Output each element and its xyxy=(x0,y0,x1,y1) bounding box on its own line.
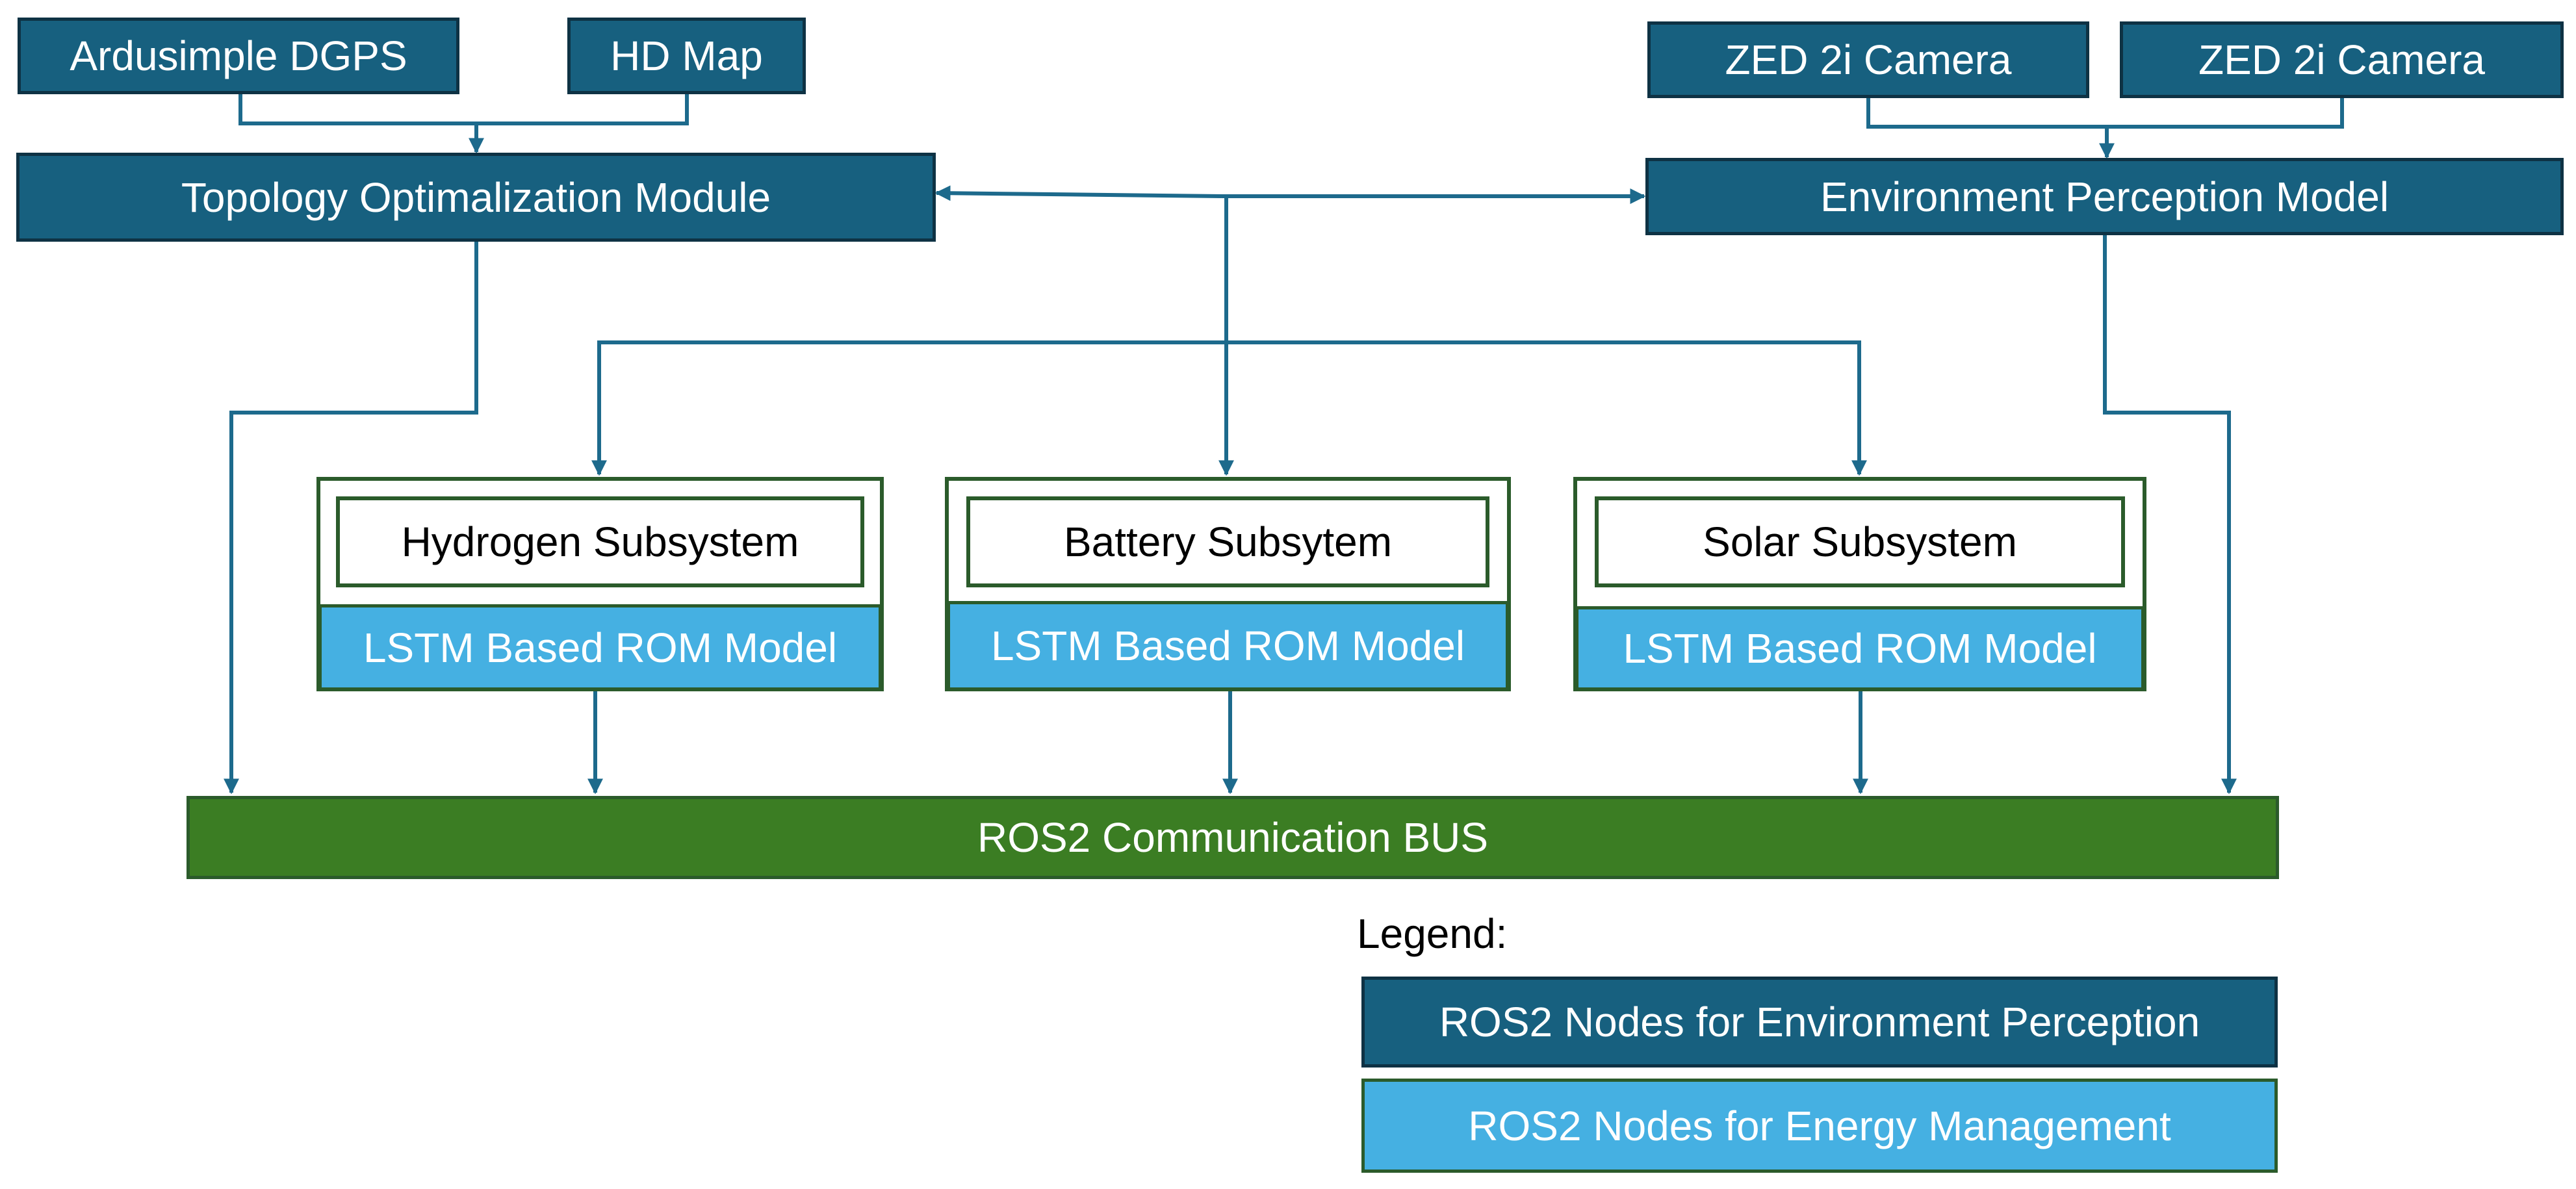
hydrogen-subsystem-label: Hydrogen Subsystem xyxy=(401,518,799,565)
solar-subsystem-label-box: Solar Subsystem xyxy=(1595,496,2125,587)
camera-node-1-label: ZED 2i Camera xyxy=(1725,36,2012,83)
hydrogen-model-node: LSTM Based ROM Model xyxy=(318,604,882,691)
camera-node-2: ZED 2i Camera xyxy=(2120,21,2564,98)
topology-module: Topology Optimalization Module xyxy=(16,153,936,242)
ros2-communication-bus-label: ROS2 Communication BUS xyxy=(977,814,1489,861)
battery-subsystem-label: Battery Subsytem xyxy=(1063,518,1393,565)
battery-model-label: LSTM Based ROM Model xyxy=(990,622,1465,669)
legend-environment-entry: ROS2 Nodes for Environment Perception xyxy=(1361,977,2278,1068)
gps-to-topology-connector xyxy=(238,94,476,125)
battery-subsystem-label-box: Battery Subsytem xyxy=(966,496,1489,587)
perception-module: Environment Perception Model xyxy=(1645,158,2564,235)
trunk-to-hydrogen-arrow xyxy=(591,340,1226,476)
trunk-to-solar-arrow xyxy=(1226,340,1867,476)
camera-node-1: ZED 2i Camera xyxy=(1647,21,2089,98)
hydrogen-model-label: LSTM Based ROM Model xyxy=(363,624,838,671)
legend-title: Legend: xyxy=(1357,910,1508,957)
legend-environment-label: ROS2 Nodes for Environment Perception xyxy=(1439,999,2200,1045)
hd-map-node: HD Map xyxy=(567,18,806,94)
topology-link-arrow xyxy=(934,185,1222,201)
legend-energy-label: ROS2 Nodes for Energy Management xyxy=(1468,1102,2171,1149)
perception-to-bus-arrow xyxy=(2103,235,2237,795)
legend-energy-entry: ROS2 Nodes for Energy Management xyxy=(1361,1079,2278,1173)
map-to-topology-connector xyxy=(476,94,689,125)
solar-subsystem-label: Solar Subsystem xyxy=(1703,518,2017,565)
camera-node-2-label: ZED 2i Camera xyxy=(2198,36,2485,83)
solar-model-node: LSTM Based ROM Model xyxy=(1575,606,2145,691)
perception-module-label: Environment Perception Model xyxy=(1820,173,2389,220)
gps-node: Ardusimple DGPS xyxy=(18,18,459,94)
solar-model-label: LSTM Based ROM Model xyxy=(1623,625,2097,672)
hd-map-node-label: HD Map xyxy=(610,32,763,79)
topology-module-label: Topology Optimalization Module xyxy=(181,173,771,221)
camera1-to-perception-connector xyxy=(1866,97,2107,129)
topology-to-bus-arrow xyxy=(224,242,478,795)
gps-node-label: Ardusimple DGPS xyxy=(70,32,407,79)
hydrogen-subsystem-label-box: Hydrogen Subsystem xyxy=(336,496,864,587)
battery-model-node: LSTM Based ROM Model xyxy=(947,601,1509,691)
ros2-communication-bus: ROS2 Communication BUS xyxy=(187,796,2279,879)
camera2-to-perception-connector xyxy=(2107,97,2344,129)
